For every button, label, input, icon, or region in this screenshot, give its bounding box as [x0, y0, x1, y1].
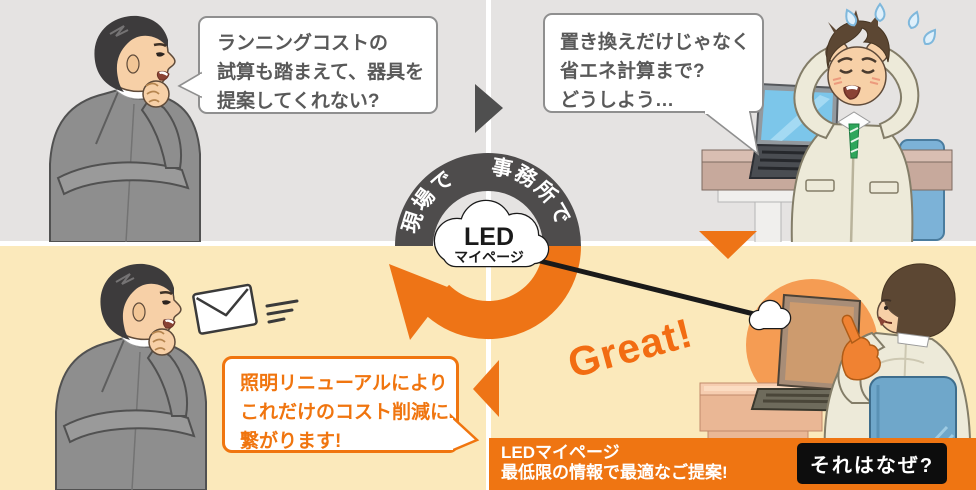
bubble-text-line: 照明リニューアルにより: [240, 373, 448, 394]
bubble-text-line: 試算も踏まえて、器具を: [217, 62, 425, 83]
why-button[interactable]: それはなぜ?: [797, 443, 947, 484]
panel-divider-horizontal: [0, 241, 976, 246]
bubble-text-line: 省エネ計算まで?: [560, 61, 705, 82]
speech-bubble-bottom-left: 照明リニューアルにより これだけのコスト削減に 繋がります!: [222, 356, 459, 453]
banner-title: LEDマイページ: [501, 443, 620, 462]
bubble-text-line: ランニングコストの: [217, 33, 389, 54]
bubble-text-line: 置き換えだけじゃなく: [560, 32, 751, 53]
bubble-text-line: どうしよう…: [560, 90, 675, 111]
promo-banner: LEDマイページ 最低限の情報で最適なご提案! それはなぜ?: [489, 438, 976, 490]
speech-bubble-top-right: 置き換えだけじゃなく 省エネ計算まで? どうしよう…: [543, 13, 764, 113]
banner-subtitle: 最低限の情報で最適なご提案!: [501, 463, 728, 482]
speech-bubble-top-left: ランニングコストの 試算も踏まえて、器具を 提案してくれない?: [198, 16, 438, 114]
bubble-text-line: これだけのコスト削減に: [240, 402, 450, 423]
bubble-text-line: 繋がります!: [240, 431, 342, 452]
bubble-text-line: 提案してくれない?: [217, 91, 380, 112]
